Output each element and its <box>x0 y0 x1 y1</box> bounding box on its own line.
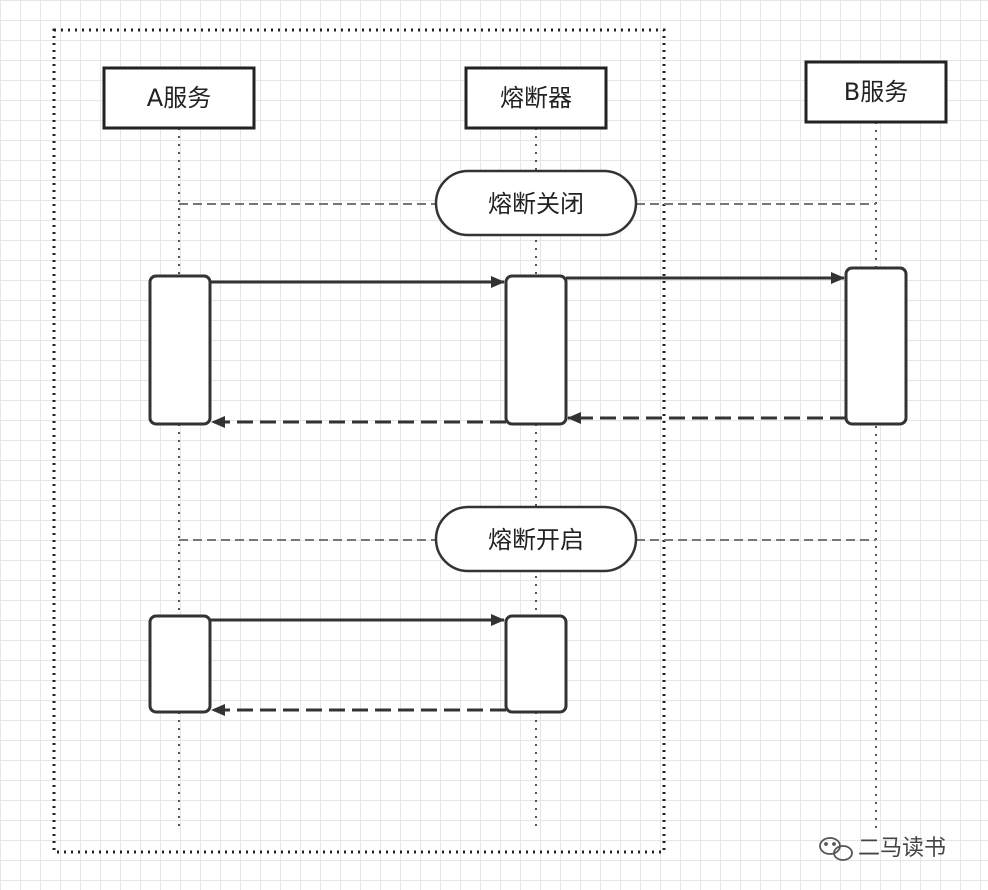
activation-breaker-1 <box>504 274 568 426</box>
state-closed-pill: 熔断关闭 <box>434 169 638 237</box>
state-closed-label: 熔断关闭 <box>488 190 584 218</box>
state-open-pill: 熔断开启 <box>434 505 638 573</box>
participant-b-service: B服务 <box>804 60 948 124</box>
watermark-label: 二马读书 <box>858 836 946 861</box>
activation-breaker-2 <box>504 614 568 714</box>
watermark: 二马读书 <box>819 836 946 861</box>
activation-a-service-2 <box>148 614 212 714</box>
state-open-label: 熔断开启 <box>488 526 584 554</box>
participant-breaker-label: 熔断器 <box>500 84 572 112</box>
participant-a-service: A服务 <box>102 66 256 130</box>
activation-a-service-1 <box>148 274 212 426</box>
wechat-icon <box>819 837 853 861</box>
participant-breaker: 熔断器 <box>464 66 608 130</box>
participant-b-service-label: B服务 <box>844 78 908 106</box>
participant-a-service-label: A服务 <box>147 84 211 112</box>
activation-b-service-1 <box>844 266 908 426</box>
system-boundary-frame <box>52 28 666 854</box>
